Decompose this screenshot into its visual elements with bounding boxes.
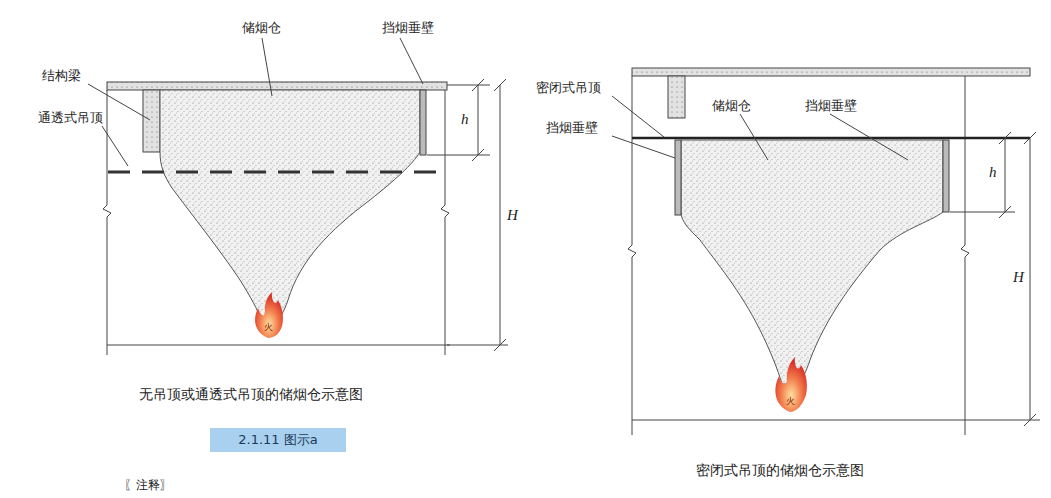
badge-text: 2.1.11 图示a (210, 431, 346, 449)
caption: 密闭式吊顶的储烟仓示意图 (696, 462, 864, 479)
dimension: h (461, 110, 469, 128)
part-label: 储烟仓 (242, 20, 281, 36)
part-label: 储烟仓 (712, 98, 751, 114)
note-heading: 〖注释〗 (124, 478, 172, 492)
dimension: H (507, 206, 518, 224)
dimension: h (989, 163, 997, 181)
part-label: 结构梁 (42, 68, 81, 84)
part-label: 通透式吊顶 (38, 110, 103, 126)
part-label: 挡烟垂壁 (546, 120, 598, 136)
fire-symbol: 火 (264, 322, 273, 333)
dimension: H (1013, 268, 1024, 286)
part-label: 挡烟垂壁 (805, 98, 857, 114)
caption: 无吊顶或通透式吊顶的储烟仓示意图 (139, 386, 363, 403)
part-label: 密闭式吊顶 (536, 80, 601, 96)
figure-badge: 2.1.11 图示a (210, 428, 346, 452)
part-label: 挡烟垂壁 (382, 20, 434, 36)
fire-symbol: 火 (786, 396, 795, 407)
